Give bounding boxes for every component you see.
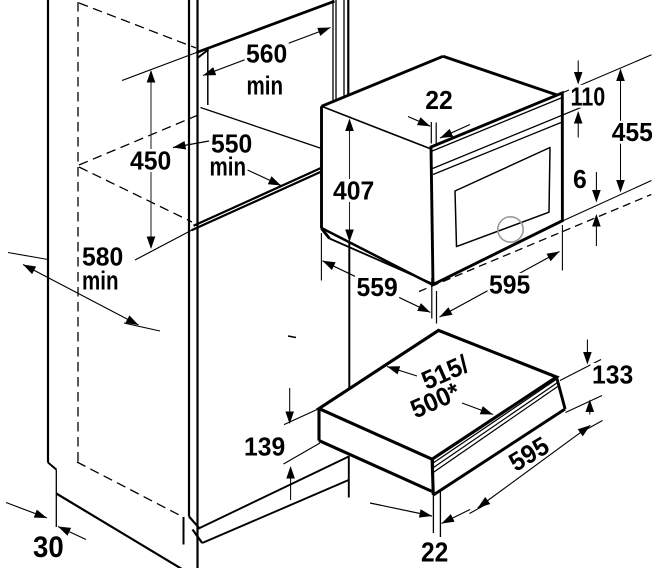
svg-text:min: min <box>210 152 246 181</box>
svg-text:6: 6 <box>573 165 587 194</box>
svg-text:595: 595 <box>489 271 530 300</box>
svg-text:580: 580 <box>82 243 123 272</box>
svg-text:min: min <box>247 71 283 100</box>
svg-text:559: 559 <box>357 273 398 302</box>
svg-text:30: 30 <box>33 531 64 564</box>
svg-text:133: 133 <box>592 361 633 390</box>
svg-text:450: 450 <box>130 147 171 176</box>
svg-text:560: 560 <box>246 40 287 69</box>
svg-text:455: 455 <box>612 119 652 148</box>
svg-text:139: 139 <box>244 433 285 462</box>
svg-text:550: 550 <box>211 130 252 159</box>
svg-text:110: 110 <box>571 82 606 111</box>
svg-text:22: 22 <box>421 536 448 568</box>
svg-text:22: 22 <box>425 86 452 115</box>
svg-text:min: min <box>82 266 118 295</box>
svg-text:407: 407 <box>333 177 374 206</box>
